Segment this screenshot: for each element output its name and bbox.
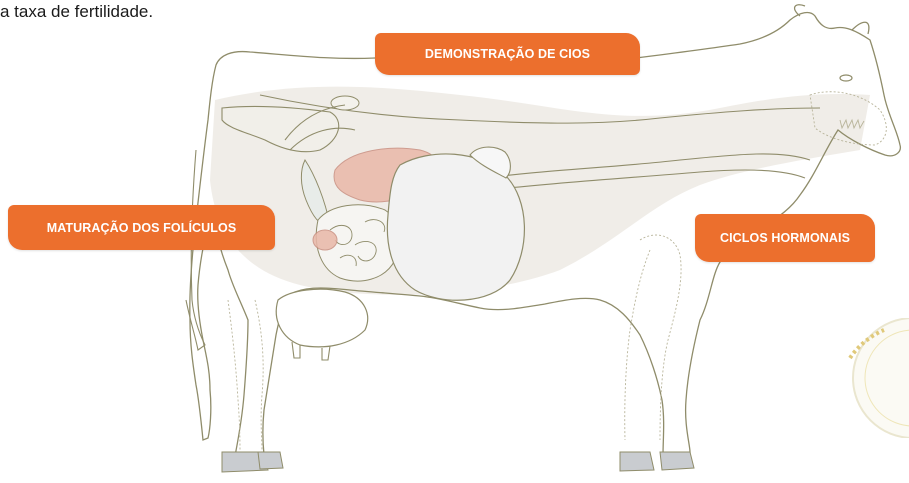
ovary [331, 96, 359, 110]
cios-demonstration-button[interactable]: DEMONSTRAÇÃO DE CIOS [375, 33, 640, 75]
corner-seal-graphic [838, 318, 909, 438]
hoof-2 [258, 452, 283, 469]
cow-ear [795, 5, 869, 34]
follicle-maturation-button[interactable]: MATURAÇÃO DOS FOLÍCULOS [8, 205, 275, 250]
front-leg-bones [625, 235, 681, 440]
hoof-3 [620, 452, 654, 471]
organ-pink-2 [313, 230, 337, 250]
cow-eye [840, 75, 852, 81]
udder [276, 289, 367, 347]
hoof-4 [660, 452, 694, 470]
hormonal-cycles-button[interactable]: CICLOS HORMONAIS [695, 214, 875, 262]
